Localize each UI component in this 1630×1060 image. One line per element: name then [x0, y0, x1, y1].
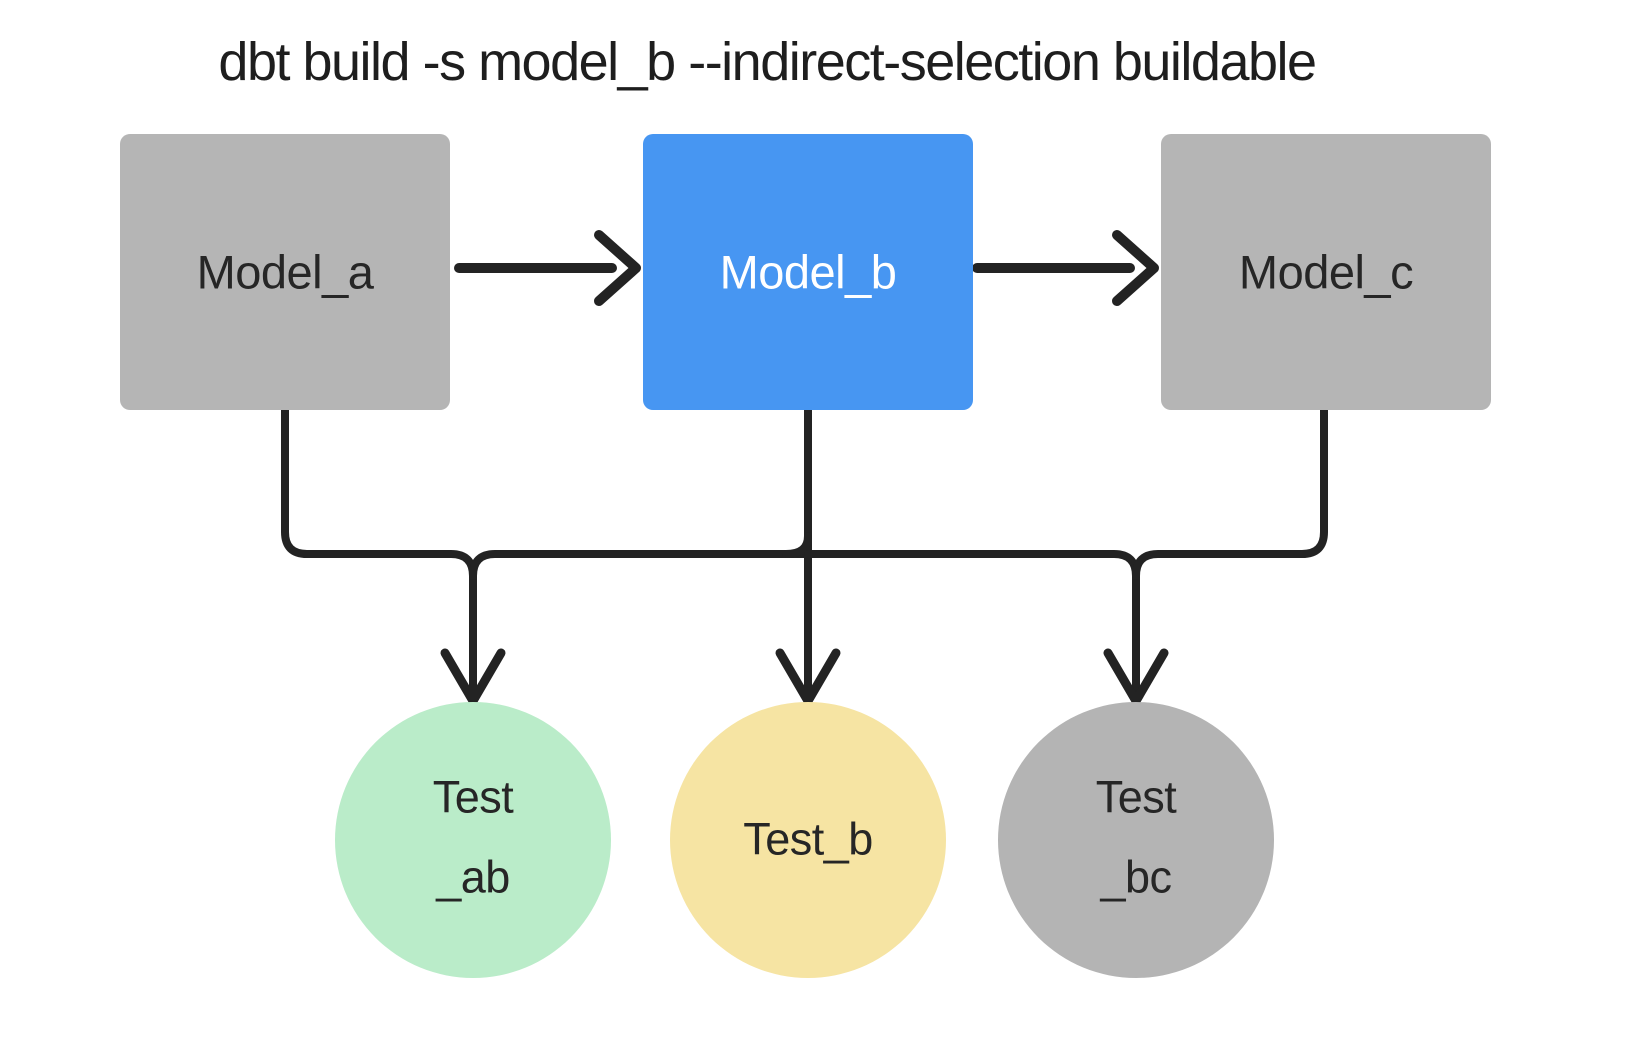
node-test-b-label: Test_b	[743, 814, 873, 865]
model-flow-arrows	[454, 230, 1159, 306]
node-test-ab-label-line1: Test	[433, 772, 515, 823]
edge-bus-right-segment	[804, 550, 1140, 700]
arrow-right-icon	[1112, 230, 1159, 306]
node-test-ab	[335, 702, 611, 978]
model-nodes: Model_a Model_b Model_c	[120, 134, 1491, 410]
arrow-model-b-to-model-c	[972, 230, 1159, 306]
node-test-bc-label-line2: _bc	[1099, 852, 1171, 903]
node-test-bc-label-line1: Test	[1096, 772, 1178, 823]
arrow-right-icon	[594, 230, 641, 306]
node-test-b	[670, 702, 946, 978]
edge-arrowheads	[440, 648, 1169, 706]
node-test-ab-label-line2: _ab	[435, 852, 510, 903]
arrowhead-test-bc-icon	[1103, 648, 1169, 706]
edge-model-c-to-test-bc	[1132, 406, 1328, 580]
edge-lines	[281, 406, 1328, 700]
arrowhead-test-ab-icon	[440, 648, 506, 706]
node-test-bc	[998, 702, 1274, 978]
node-model-c	[1161, 134, 1491, 410]
test-nodes: Test _ab Test_b Test _bc	[335, 702, 1274, 978]
arrowhead-test-b-icon	[775, 648, 841, 706]
arrow-model-a-to-model-b	[454, 230, 641, 306]
node-model-b-label: Model_b	[720, 246, 897, 299]
node-model-b	[643, 134, 973, 410]
node-model-a-label: Model_a	[197, 246, 375, 299]
node-model-a	[120, 134, 450, 410]
edge-crossing-flare	[782, 532, 812, 558]
diagram-title: dbt build -s model_b --indirect-selectio…	[218, 32, 1315, 92]
node-model-c-label: Model_c	[1239, 246, 1413, 299]
edge-bus-left-segment	[469, 550, 812, 580]
